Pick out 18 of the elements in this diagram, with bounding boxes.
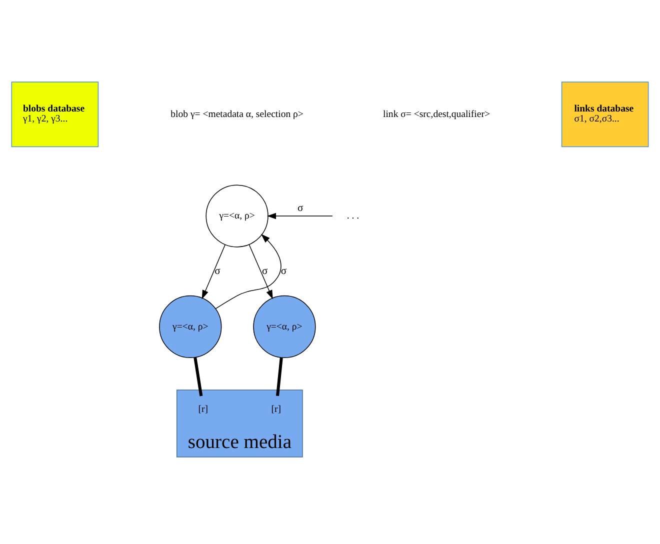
arrow (266, 212, 333, 219)
edge-label: σ (262, 266, 268, 277)
arrow (248, 244, 273, 299)
node-circle: γ=<α, ρ> (159, 294, 222, 358)
node-text: [r] (198, 404, 208, 415)
edge-label: σ (214, 266, 220, 277)
edge-label: σ (297, 202, 304, 214)
label: blob γ= <metadata α, selection ρ> (170, 108, 304, 120)
edge-label: σ (280, 266, 287, 277)
node-circle: γ=<α, ρ> (206, 184, 268, 247)
node-circle: γ=<α, ρ> (253, 294, 316, 358)
node-box: blobs database γ1, γ2, γ3... (11, 81, 99, 147)
node-text: . . . (346, 210, 360, 222)
arrow (215, 234, 282, 309)
node-box: links database σ1, σ2,σ3... (561, 81, 649, 147)
label: link σ= <src,dest,qualifier> (383, 108, 490, 120)
node-text: [r] (271, 404, 282, 415)
arrow (202, 244, 226, 299)
